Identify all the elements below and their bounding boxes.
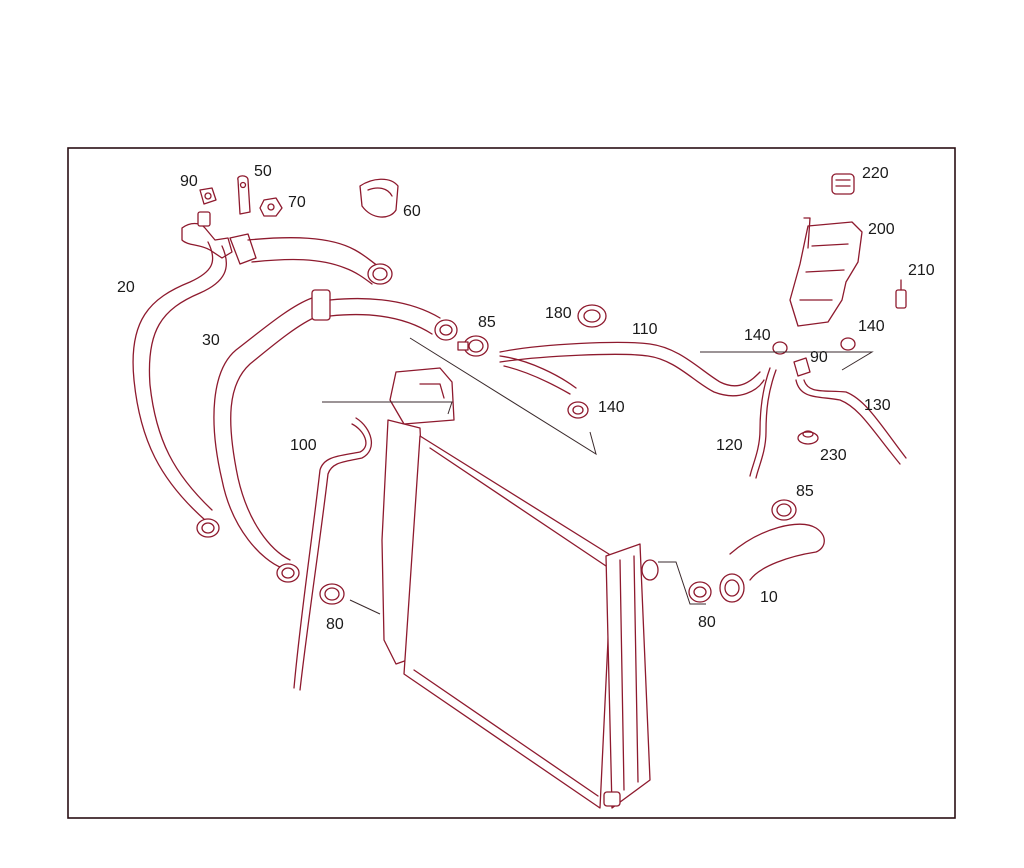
bracket-50 bbox=[237, 175, 251, 215]
grommet-230 bbox=[797, 430, 819, 445]
hose-110 bbox=[499, 341, 765, 397]
clamp-85-upper bbox=[457, 335, 489, 357]
label-20: 20 bbox=[117, 279, 135, 296]
leader-lines bbox=[322, 337, 874, 615]
clamp-140-mid bbox=[567, 401, 589, 419]
nut-70 bbox=[259, 197, 283, 217]
hose-connector-upper bbox=[181, 211, 257, 265]
clamp-60 bbox=[359, 178, 399, 218]
label-85-upper: 85 bbox=[478, 314, 496, 331]
label-60: 60 bbox=[403, 203, 421, 220]
label-80-left: 80 bbox=[326, 616, 344, 633]
hose-10 bbox=[719, 523, 825, 603]
clamp-85-lower bbox=[771, 499, 797, 521]
label-140-mid: 140 bbox=[598, 399, 625, 416]
clamp-90-tank bbox=[793, 357, 811, 377]
diagram-frame bbox=[67, 147, 956, 819]
label-130: 130 bbox=[864, 397, 891, 414]
label-140-left: 140 bbox=[744, 327, 771, 344]
label-230: 230 bbox=[820, 447, 847, 464]
sensor-210 bbox=[895, 279, 907, 309]
label-120: 120 bbox=[716, 437, 743, 454]
hose-30 bbox=[213, 289, 458, 583]
label-100: 100 bbox=[290, 437, 317, 454]
hose-20 bbox=[132, 241, 227, 538]
clamp-80-left bbox=[319, 583, 345, 605]
hose-120 bbox=[749, 367, 777, 479]
label-30: 30 bbox=[202, 332, 220, 349]
hose-130 bbox=[795, 379, 907, 465]
label-110: 110 bbox=[632, 321, 658, 338]
label-200: 200 bbox=[868, 221, 895, 238]
label-210: 210 bbox=[908, 262, 935, 279]
clamp-140-right bbox=[840, 337, 856, 351]
label-10: 10 bbox=[760, 589, 778, 606]
label-70: 70 bbox=[288, 194, 306, 211]
label-85-lower: 85 bbox=[796, 483, 814, 500]
label-50: 50 bbox=[254, 163, 272, 180]
clamp-90-top bbox=[199, 187, 217, 205]
expansion-tank-200 bbox=[789, 173, 863, 327]
callout-labels: 90 50 70 60 220 200 210 20 30 85 180 110… bbox=[117, 163, 935, 633]
clamp-180 bbox=[577, 304, 607, 328]
hose-100 bbox=[293, 417, 373, 691]
clamp-80-right bbox=[688, 581, 712, 603]
hose-upper-right bbox=[247, 237, 393, 285]
label-220: 220 bbox=[862, 165, 889, 182]
label-180: 180 bbox=[545, 305, 572, 322]
label-90-tank: 90 bbox=[810, 349, 828, 366]
clamp-140-left bbox=[772, 341, 788, 355]
radiator bbox=[381, 367, 659, 809]
label-90-top: 90 bbox=[180, 173, 198, 190]
label-140-right: 140 bbox=[858, 318, 885, 335]
label-80-right: 80 bbox=[698, 614, 716, 631]
